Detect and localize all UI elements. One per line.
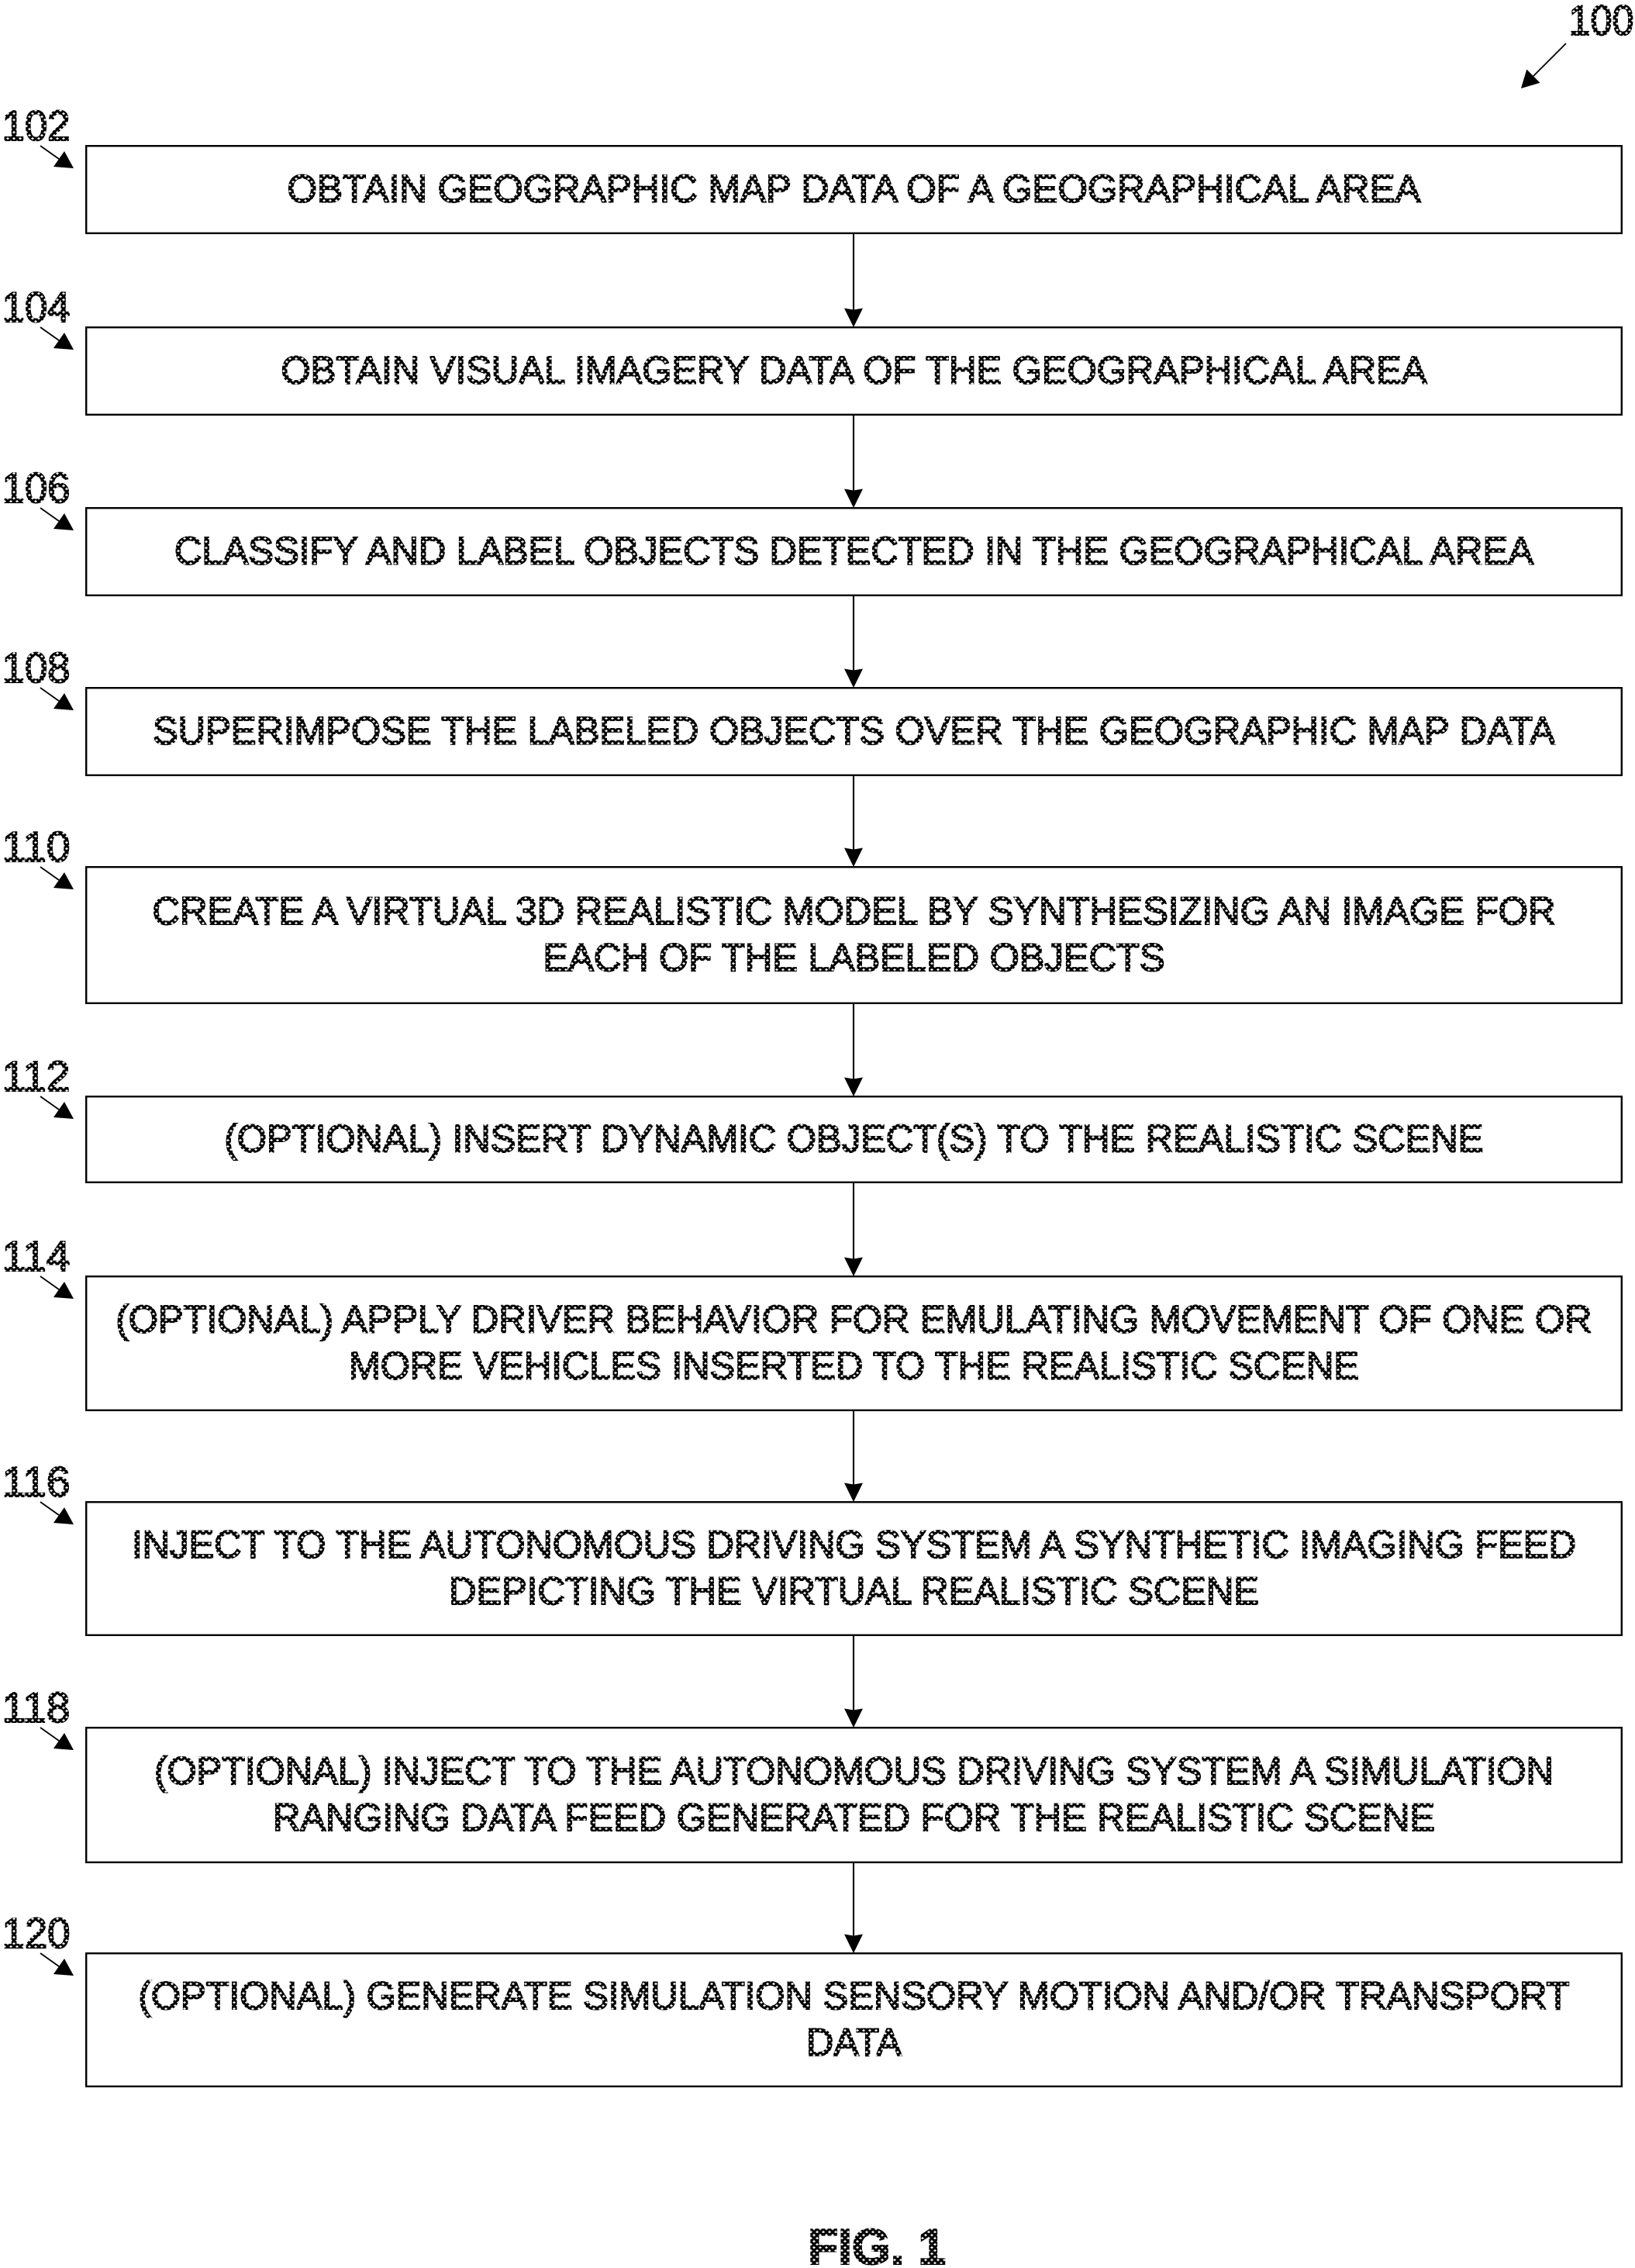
svg-text:120: 120 <box>2 1909 71 1957</box>
svg-text:114: 114 <box>2 1232 71 1280</box>
svg-text:DATA: DATA <box>806 2021 902 2064</box>
svg-text:(OPTIONAL) GENERATE SIMULATION: (OPTIONAL) GENERATE SIMULATION SENSORY M… <box>139 1974 1570 2018</box>
svg-text:DEPICTING THE VIRTUAL REALISTI: DEPICTING THE VIRTUAL REALISTIC SCENE <box>449 1569 1259 1613</box>
svg-text:118: 118 <box>2 1683 71 1731</box>
svg-text:CLASSIFY AND LABEL OBJECTS DET: CLASSIFY AND LABEL OBJECTS DETECTED IN T… <box>174 530 1534 573</box>
svg-text:110: 110 <box>2 823 71 871</box>
svg-text:SUPERIMPOSE THE LABELED OBJECT: SUPERIMPOSE THE LABELED OBJECTS OVER THE… <box>153 709 1556 753</box>
svg-text:RANGING DATA FEED GENERATED FO: RANGING DATA FEED GENERATED FOR THE REAL… <box>273 1796 1435 1839</box>
svg-text:116: 116 <box>2 1458 71 1506</box>
svg-text:(OPTIONAL) INJECT TO THE AUTON: (OPTIONAL) INJECT TO THE AUTONOMOUS DRIV… <box>154 1749 1554 1793</box>
svg-text:INJECT TO THE AUTONOMOUS DRIVI: INJECT TO THE AUTONOMOUS DRIVING SYSTEM … <box>132 1523 1576 1566</box>
svg-text:106: 106 <box>2 464 71 512</box>
svg-text:EACH OF THE LABELED OBJECTS: EACH OF THE LABELED OBJECTS <box>543 936 1165 979</box>
svg-text:MORE VEHICLES INSERTED TO THE: MORE VEHICLES INSERTED TO THE REALISTIC … <box>349 1345 1359 1388</box>
svg-text:112: 112 <box>2 1052 71 1100</box>
svg-text:(OPTIONAL) INSERT DYNAMIC OBJE: (OPTIONAL) INSERT DYNAMIC OBJECT(S) TO T… <box>225 1117 1484 1161</box>
svg-text:FIG. 1: FIG. 1 <box>808 2218 946 2268</box>
svg-text:104: 104 <box>2 283 71 331</box>
svg-text:OBTAIN VISUAL IMAGERY DATA OF: OBTAIN VISUAL IMAGERY DATA OF THE GEOGRA… <box>281 349 1428 392</box>
svg-text:102: 102 <box>2 102 71 150</box>
svg-text:108: 108 <box>2 644 71 692</box>
svg-text:OBTAIN GEOGRAPHIC MAP DATA OF: OBTAIN GEOGRAPHIC MAP DATA OF A GEOGRAPH… <box>288 167 1422 211</box>
svg-text:CREATE A VIRTUAL 3D REALISTIC: CREATE A VIRTUAL 3D REALISTIC MODEL BY S… <box>153 889 1556 933</box>
svg-text:(OPTIONAL) APPLY DRIVER BEHAVI: (OPTIONAL) APPLY DRIVER BEHAVIOR FOR EMU… <box>116 1298 1592 1341</box>
svg-text:100: 100 <box>1569 0 1634 44</box>
